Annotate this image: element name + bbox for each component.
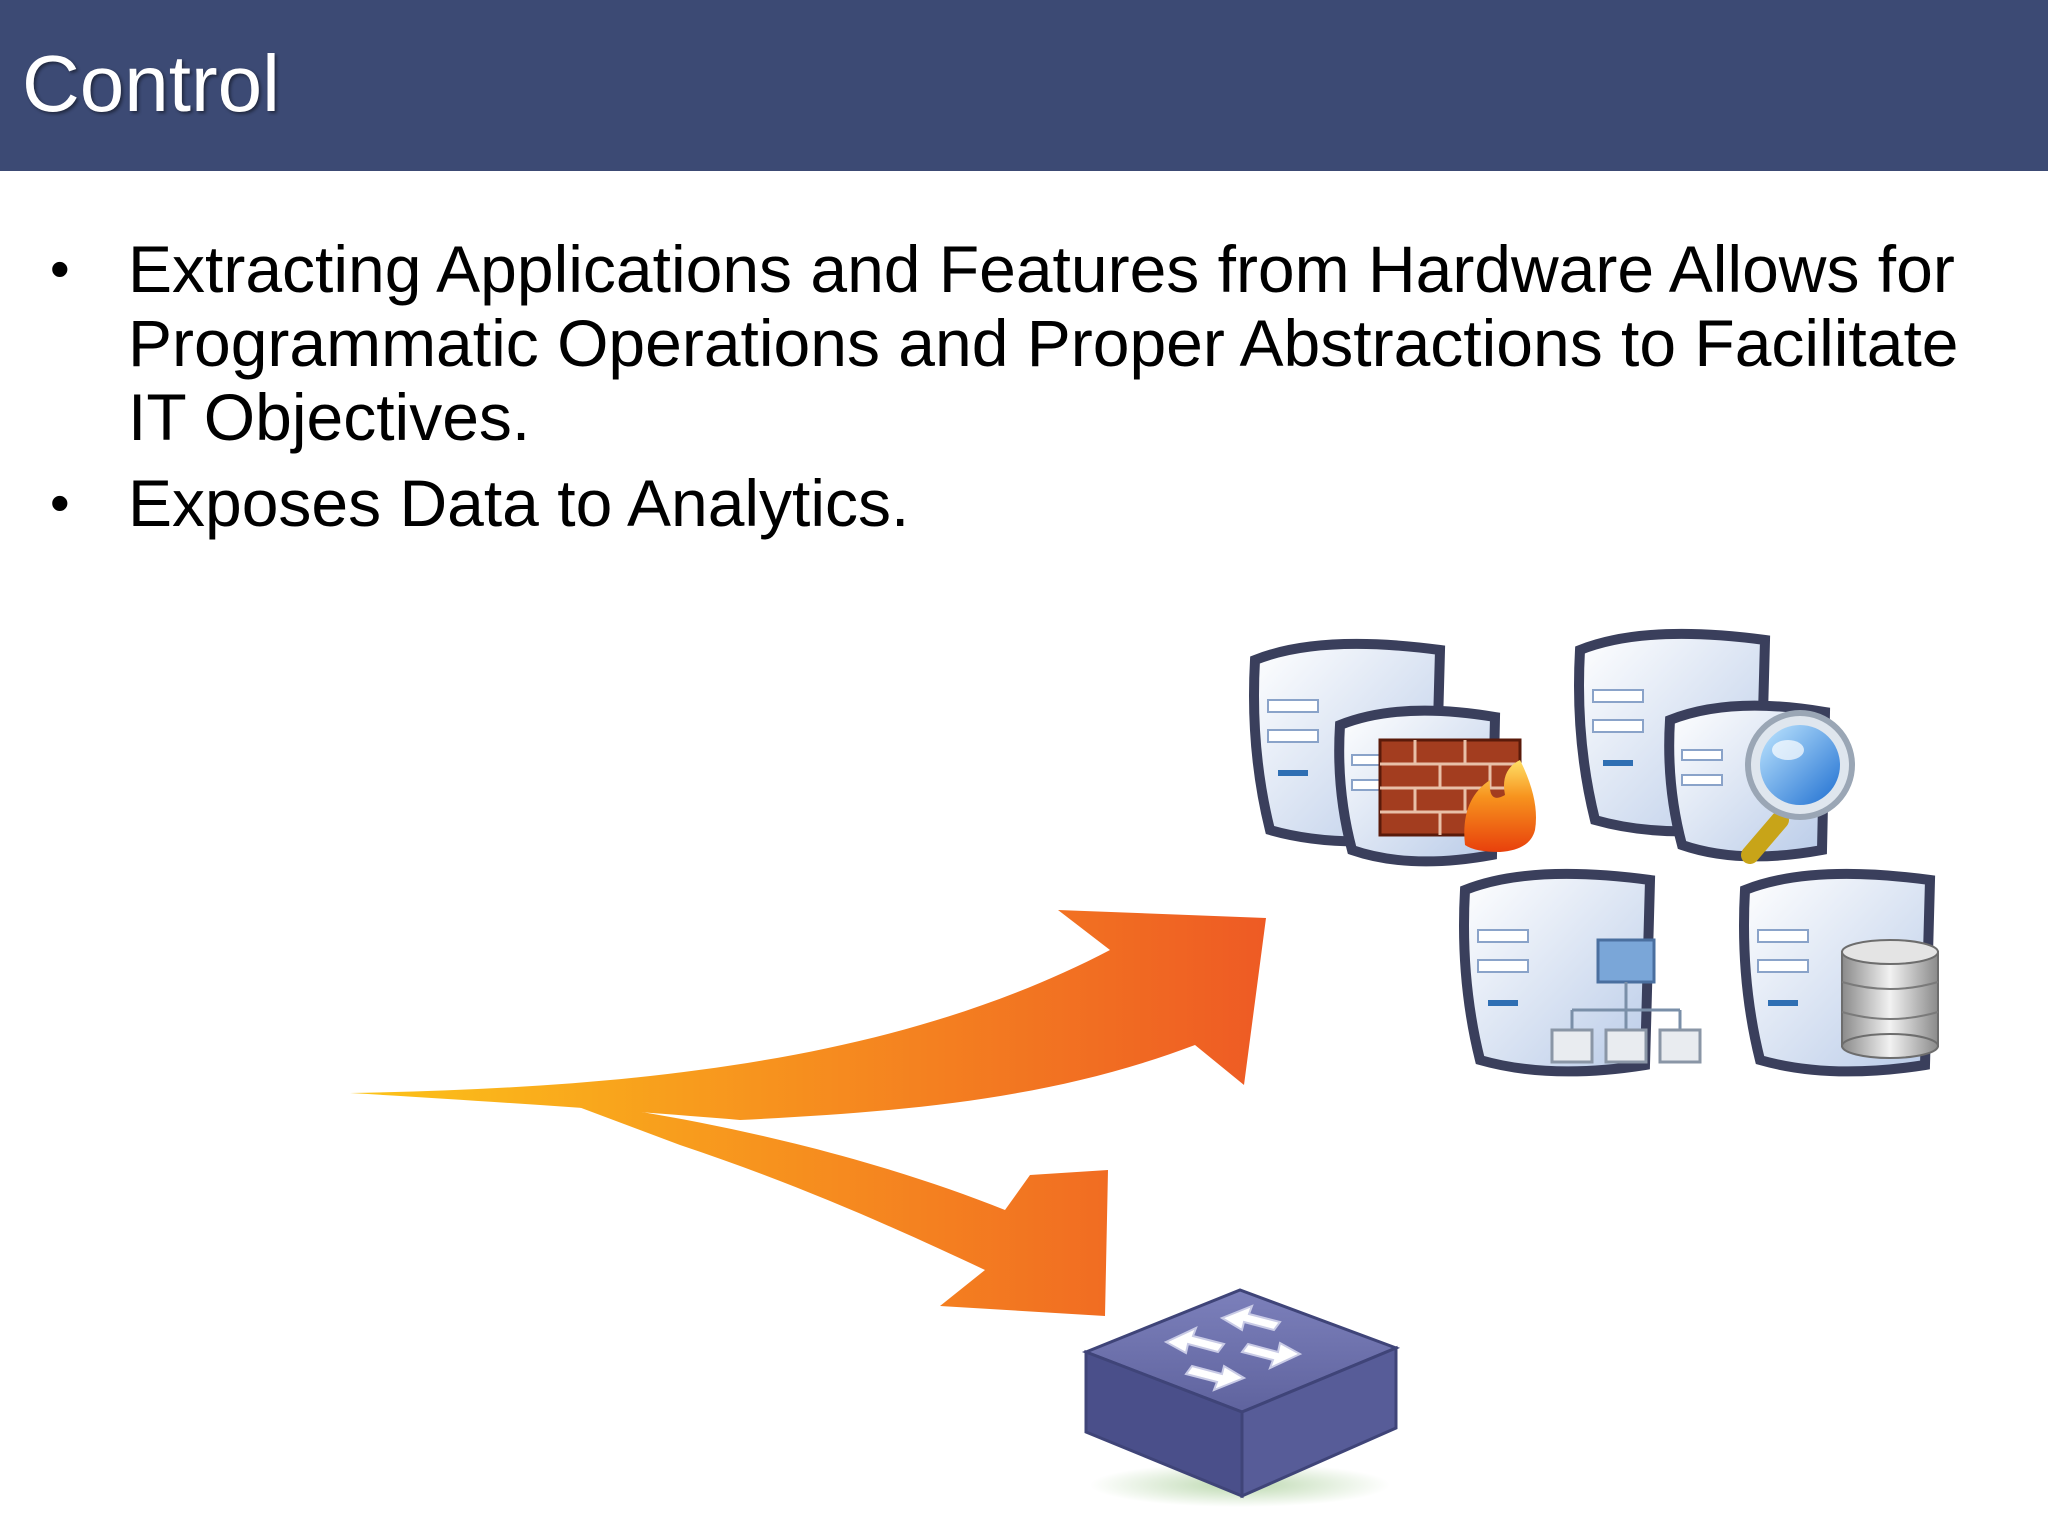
bullet-list: • Extracting Applications and Features f… xyxy=(0,232,2048,552)
search-server-icon xyxy=(1574,628,1855,864)
network-switch-icon xyxy=(1081,1288,1401,1507)
bullet-marker: • xyxy=(50,471,70,534)
lower-arrow xyxy=(560,1100,1108,1316)
bullet-item: • Extracting Applications and Features f… xyxy=(0,232,1988,454)
database-server-icon xyxy=(1739,868,1939,1077)
firewall-server-icon xyxy=(1249,638,1536,867)
bullet-marker: • xyxy=(50,237,70,300)
network-server-icon xyxy=(1459,868,1702,1077)
upper-arrow xyxy=(350,910,1266,1120)
bullet-item: • Exposes Data to Analytics. xyxy=(0,466,1988,540)
bullet-text: Exposes Data to Analytics. xyxy=(128,466,910,540)
slide-title: Control xyxy=(22,39,280,128)
header-bar: Control xyxy=(0,0,2048,171)
bullet-text: Extracting Applications and Features fro… xyxy=(128,232,1959,454)
